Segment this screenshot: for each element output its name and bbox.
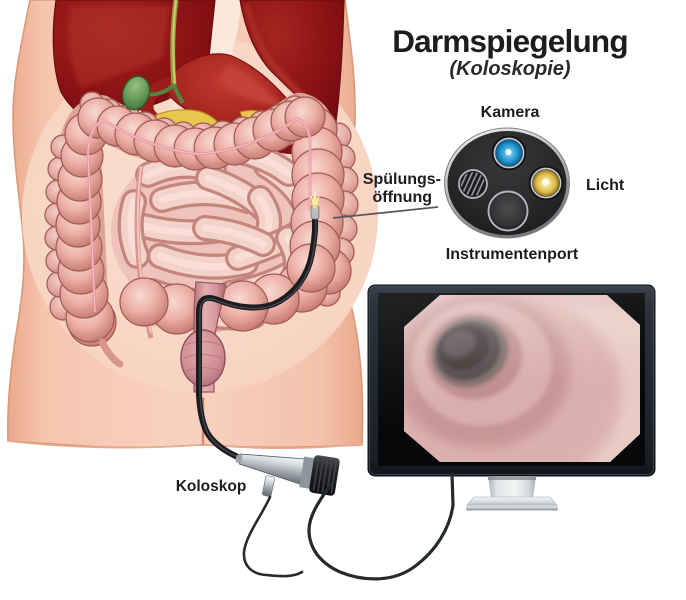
- svg-text:Darmspiegelung: Darmspiegelung: [392, 23, 628, 59]
- svg-text:Licht: Licht: [586, 177, 625, 194]
- svg-text:öffnung: öffnung: [372, 189, 432, 206]
- svg-text:Spülungs-: Spülungs-: [363, 171, 441, 188]
- svg-text:(Koloskopie): (Koloskopie): [449, 58, 570, 80]
- svg-text:Koloskop: Koloskop: [176, 478, 247, 495]
- svg-text:Kamera: Kamera: [481, 104, 540, 121]
- svg-text:Instrumentenport: Instrumentenport: [446, 246, 579, 263]
